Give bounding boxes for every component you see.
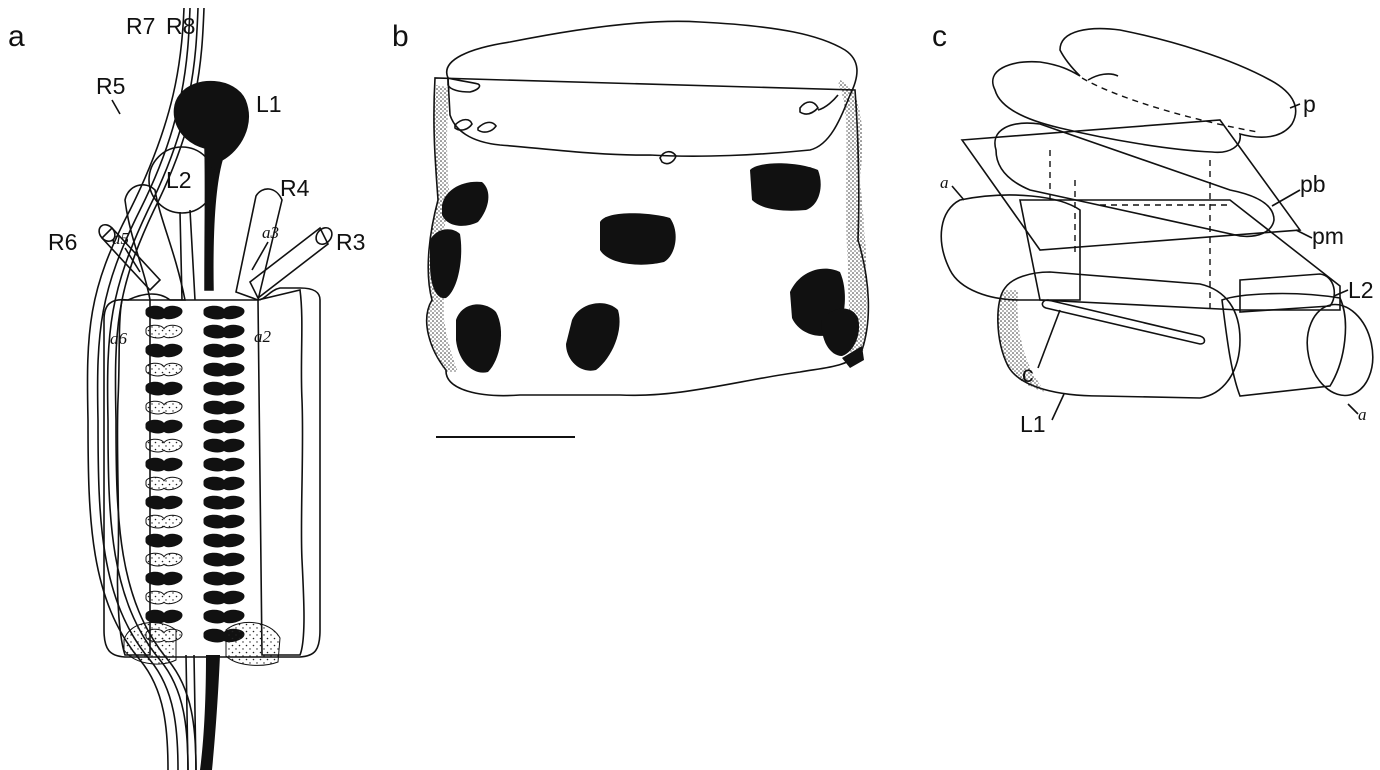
synapse-segment <box>204 363 244 376</box>
lobe-p-notch <box>1088 74 1118 80</box>
synapse-segment <box>204 458 244 471</box>
label-c: c <box>1022 361 1034 387</box>
leader-a-top <box>952 186 964 200</box>
l2-axon <box>180 210 196 770</box>
leader-l2 <box>1334 290 1348 296</box>
label-pb: pb <box>1300 171 1326 197</box>
cylinder-back-left <box>941 195 1080 300</box>
label-a6: a6 <box>110 329 128 348</box>
synapse-segment <box>204 515 244 528</box>
synapse-segment <box>146 515 182 528</box>
synapse-segment <box>204 439 244 452</box>
synapse-segment <box>146 496 182 509</box>
top-notch-right-line <box>818 95 838 110</box>
r4-fiber <box>236 189 282 300</box>
leader-l1 <box>1052 394 1064 420</box>
leader-r5 <box>112 100 120 114</box>
label-a-top: a <box>940 173 949 192</box>
epithelial-column-left <box>117 300 150 655</box>
synapse-segment <box>204 591 244 604</box>
synapse-segment <box>204 477 244 490</box>
top-notch-right <box>800 102 818 114</box>
dashed-guides <box>1050 150 1230 310</box>
panel-c: c p a pb pm L2 c L1 <box>932 20 1380 437</box>
synapse-column-right <box>204 306 280 665</box>
segment-end <box>124 623 176 665</box>
synapse-segment <box>146 439 182 452</box>
synapse-segment <box>146 382 182 395</box>
patch <box>430 229 461 298</box>
synapse-segment <box>204 382 244 395</box>
label-p: p <box>1303 91 1316 117</box>
synapse-segment <box>146 458 182 471</box>
label-l1-c: L1 <box>1020 411 1046 437</box>
synapse-segment <box>204 534 244 547</box>
label-pm: pm <box>1312 223 1344 249</box>
synapse-segment <box>146 401 182 414</box>
cylinder-end-a <box>1299 298 1380 401</box>
patch <box>442 182 488 226</box>
synapse-segment <box>204 306 244 319</box>
label-l2-c: L2 <box>1348 277 1374 303</box>
synapse-segment <box>204 420 244 433</box>
panel-b: b <box>392 20 868 437</box>
plate-pm <box>962 120 1300 250</box>
synapse-segment <box>204 553 244 566</box>
synapse-segment <box>204 344 244 357</box>
synaptic-patches <box>430 163 864 372</box>
synapse-segment <box>204 610 244 623</box>
patch <box>566 303 620 371</box>
synapse-segment <box>204 325 244 338</box>
patch <box>600 213 676 264</box>
segment-end <box>226 622 280 665</box>
l1-axon <box>200 655 220 770</box>
label-r6: R6 <box>48 229 77 255</box>
leader-a-bottom <box>1348 404 1358 414</box>
cylinder-edge-left <box>428 85 458 372</box>
synapse-segment <box>146 344 182 357</box>
top-notch-left3 <box>478 122 496 132</box>
synapse-segment <box>204 496 244 509</box>
label-r7: R7 <box>126 13 155 39</box>
patch <box>750 163 821 210</box>
synapse-segment <box>146 610 182 623</box>
synapse-segment <box>146 534 182 547</box>
synapse-column-left <box>124 306 182 664</box>
synapse-segment <box>146 572 182 585</box>
synapse-segment <box>204 572 244 585</box>
panel-c-label: c <box>932 20 947 53</box>
label-r5: R5 <box>96 73 125 99</box>
leader-c <box>1038 310 1060 368</box>
panel-a: a <box>8 8 365 770</box>
synapse-segment <box>146 363 182 376</box>
plate-pb <box>995 123 1274 236</box>
synapse-segment <box>146 477 182 490</box>
label-r3: R3 <box>336 229 365 255</box>
label-r4: R4 <box>280 175 310 201</box>
synapse-segment <box>146 420 182 433</box>
top-notch-mid <box>660 152 676 164</box>
label-r8: R8 <box>166 13 195 39</box>
synapse-segment <box>146 306 182 319</box>
label-a3: a3 <box>262 223 279 242</box>
panel-a-label: a <box>8 20 25 53</box>
panel-b-label: b <box>392 20 409 53</box>
label-l1: L1 <box>256 91 282 117</box>
label-l2: L2 <box>166 167 192 193</box>
leader-pm <box>1296 230 1312 238</box>
synapse-segment <box>204 401 244 414</box>
label-a5: a5 <box>112 229 129 248</box>
synapse-segment <box>146 553 182 566</box>
patch <box>456 304 501 372</box>
synapse-segment <box>146 325 182 338</box>
synapse-segment <box>146 591 182 604</box>
label-a-bottom: a <box>1358 405 1367 424</box>
label-a2: a2 <box>254 327 272 346</box>
top-notch-left <box>448 78 480 92</box>
